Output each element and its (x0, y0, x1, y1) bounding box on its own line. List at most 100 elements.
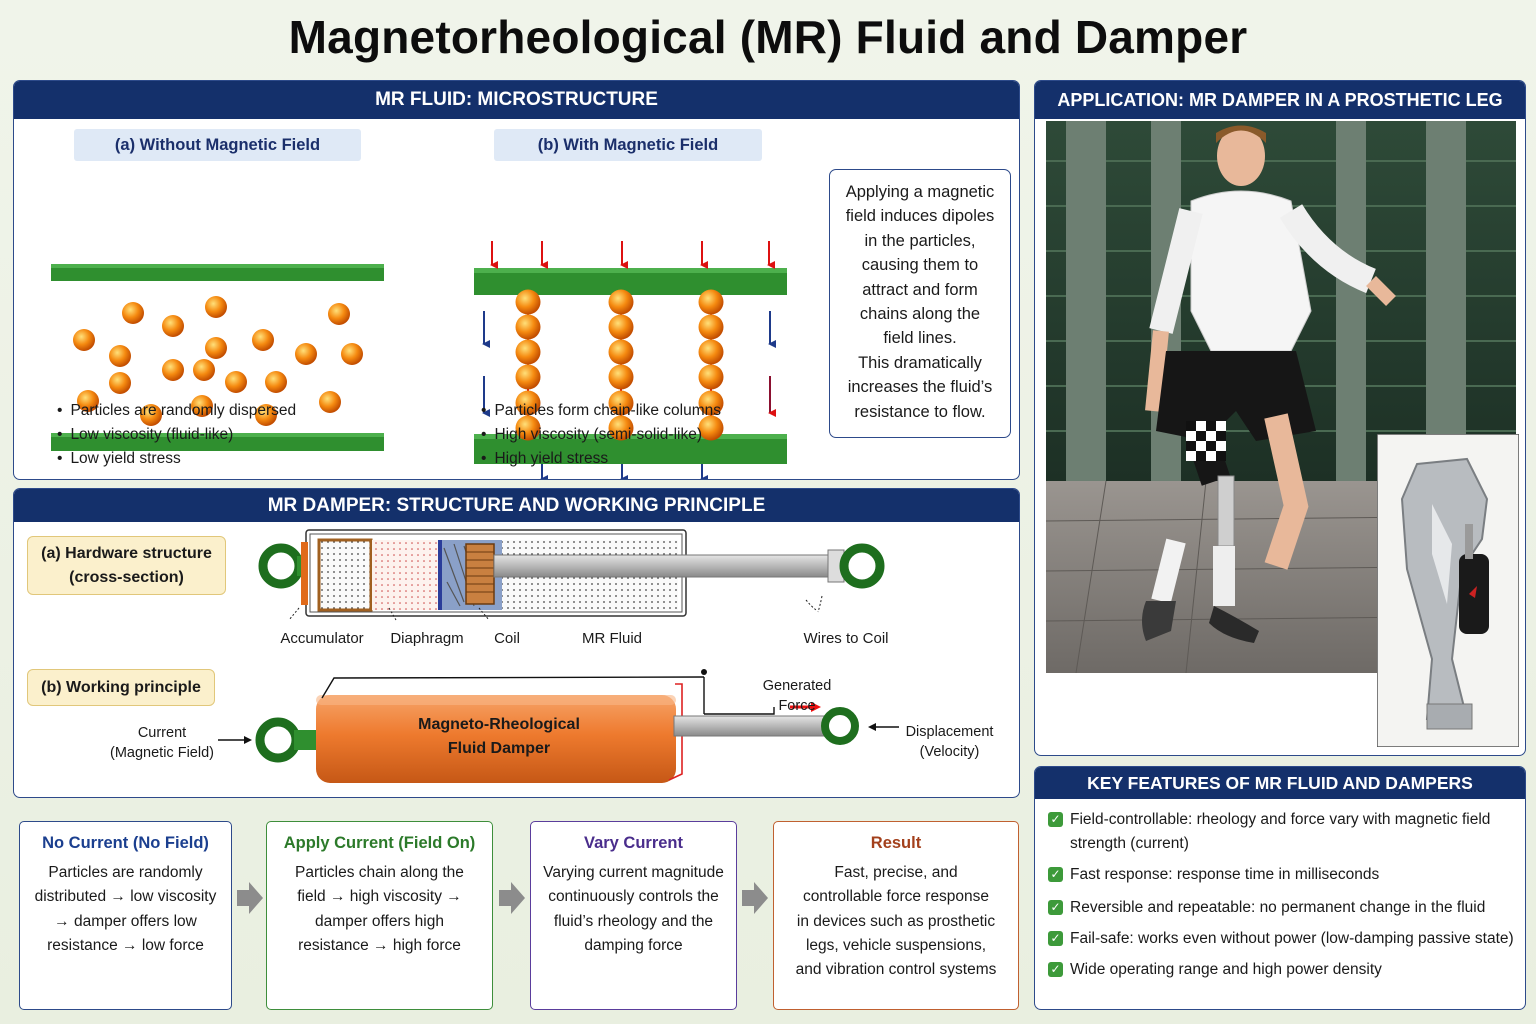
diaphragm-label: Diaphragm (390, 630, 464, 647)
label-line: (Velocity) (919, 744, 980, 760)
flow-line: damper offers high (315, 912, 444, 930)
tag-line: (cross-section) (69, 569, 184, 586)
damper-header: MR DAMPER: STRUCTURE AND WORKING PRINCIP… (14, 489, 1019, 522)
callout-line: field lines. (883, 329, 957, 348)
flow-title: Vary Current (583, 834, 684, 852)
flow-body: Particles chain along the field → high v… (267, 861, 492, 958)
accumulator-label: Accumulator (280, 630, 364, 647)
feature-text: Wide operating range and high power dens… (1070, 961, 1382, 978)
bullet: High viscosity (semi-solid-like) (481, 423, 801, 447)
feature-text: Reversible and repeatable: no permanent … (1070, 899, 1486, 916)
flow-line: resistance → low force (47, 936, 204, 954)
bullet: Particles are randomly dispersed (57, 399, 417, 423)
feature-item: ✓Reversible and repeatable: no permanent… (1048, 896, 1518, 920)
microstructure-panel: MR FLUID: MICROSTRUCTURE (a) Without Mag… (13, 80, 1020, 480)
flow-step-no-current: No Current (No Field) Particles are rand… (19, 821, 232, 1010)
top-plate-left (51, 264, 384, 281)
flow-arrow-1-icon (237, 882, 263, 914)
microstructure-header: MR FLUID: MICROSTRUCTURE (14, 81, 1019, 119)
damper-panel: MR DAMPER: STRUCTURE AND WORKING PRINCIP… (13, 488, 1020, 798)
flow-line: damping force (584, 936, 683, 954)
label-line: Displacement (905, 724, 994, 740)
mr-damper-inset-photo (1377, 434, 1519, 747)
displacement-label: Displacement (Velocity) (892, 722, 1007, 762)
mr-fluid-label: MR Fluid (581, 630, 642, 647)
callout-line: This dramatically (858, 353, 982, 372)
label-line: (Magnetic Field) (110, 745, 214, 761)
flow-step-apply-current: Apply Current (Field On) Particles chain… (266, 821, 493, 1010)
without-field-bullets: Particles are randomly dispersed Low vis… (57, 399, 417, 471)
flow-line: fluid’s rheology and the (553, 912, 714, 930)
feature-text: Field-controllable: rheology and force v… (1070, 811, 1491, 828)
damper-body-label: Magneto-Rheological Fluid Damper (389, 713, 609, 761)
feature-item: ✓Field-controllable: rheology and force … (1048, 808, 1518, 856)
flow-line: controllable force response (802, 888, 990, 906)
label-line: Magneto-Rheological (418, 716, 580, 733)
flow-line: → damper offers low (54, 912, 197, 930)
flow-line: distributed → low viscosity (34, 888, 217, 906)
working-principle-tag: (b) Working principle (27, 669, 215, 706)
feature-text-cont: strength (current) (1070, 835, 1189, 852)
callout-line: causing them to (861, 256, 979, 275)
flow-line: field → high viscosity → (297, 888, 462, 906)
label-line: Force (778, 698, 816, 714)
callout-line: Applying a magnetic (845, 183, 995, 201)
callout-line: field induces dipoles (845, 207, 995, 226)
current-label: Current (Magnetic Field) (92, 723, 232, 763)
label-line: Fluid Damper (447, 740, 551, 757)
feature-text: Fast response: response time in millisec… (1070, 866, 1380, 883)
flow-title: Apply Current (Field On) (283, 834, 476, 852)
top-plate-right (474, 268, 787, 295)
bullet: Low viscosity (fluid-like) (57, 423, 417, 447)
field-arrows-top (490, 241, 775, 269)
bullet: Particles form chain-like columns (481, 399, 801, 423)
flow-body: Fast, precise, and controllable force re… (774, 861, 1018, 982)
callout-line: increases the fluid’s (847, 378, 993, 397)
flow-title: Result (870, 834, 922, 852)
features-header: KEY FEATURES OF MR FLUID AND DAMPERS (1035, 767, 1525, 799)
check-icon: ✓ (1048, 962, 1063, 977)
flow-line: Fast, precise, and (834, 864, 958, 881)
bullet: High yield stress (481, 447, 801, 471)
with-field-label: (b) With Magnetic Field (494, 129, 762, 161)
feature-item: ✓ Fail-safe: works even without power (lo… (1048, 927, 1518, 951)
flow-body: Varying current magnitude continuously c… (531, 861, 736, 958)
feature-item: ✓Fast response: response time in millise… (1048, 863, 1518, 887)
callout-line: in the particles, (864, 231, 976, 250)
hardware-structure-tag: (a) Hardware structure (cross-section) (27, 536, 226, 595)
flow-title: No Current (No Field) (42, 834, 209, 852)
damper-working-diagram (218, 669, 899, 783)
features-panel: KEY FEATURES OF MR FLUID AND DAMPERS (1034, 766, 1526, 1010)
flow-arrow-2-icon (499, 882, 525, 914)
wires-to-coil-label: Wires to Coil (803, 630, 889, 647)
flow-line: and vibration control systems (795, 961, 997, 979)
feature-item: ✓ Wide operating range and high power den… (1048, 958, 1518, 982)
flow-line: Varying current magnitude (543, 864, 724, 881)
callout-line: attract and form (862, 280, 978, 299)
prosthetic-leg-photo (1046, 121, 1516, 673)
with-field-bullets: Particles form chain-like columns High v… (481, 399, 801, 471)
check-icon: ✓ (1048, 931, 1063, 946)
flow-line: in devices such as prosthetic (796, 912, 996, 930)
page-title: Magnetorheological (MR) Fluid and Damper (288, 11, 1248, 63)
bullet: Low yield stress (57, 447, 417, 471)
callout-line: chains along the (859, 305, 981, 324)
flow-line: continuously controls the (548, 888, 719, 906)
flow-line: legs, vehicle suspensions, (805, 936, 987, 954)
flow-arrow-3-icon (742, 882, 768, 914)
flow-line: Particles chain along the (295, 864, 464, 881)
damper-diagrams (218, 529, 899, 783)
flow-body: Particles are randomly distributed → low… (20, 861, 231, 958)
flow-step-vary-current: Vary Current Varying current magnitude c… (530, 821, 737, 1010)
tag-line: (a) Hardware structure (41, 545, 212, 562)
flow-line: resistance → high force (298, 936, 461, 954)
field-effect-callout: Applying a magnetic field induces dipole… (829, 169, 1011, 438)
callout-line: resistance to flow. (854, 402, 986, 421)
without-field-label: (a) Without Magnetic Field (74, 129, 361, 161)
label-line: Current (137, 725, 187, 741)
generated-force-label: Generated Force (747, 676, 847, 716)
application-header: APPLICATION: MR DAMPER IN A PROSTHETIC L… (1035, 81, 1525, 119)
damper-cross-section (258, 529, 885, 621)
feature-text: Fail-safe: works even without power (low… (1070, 930, 1514, 947)
application-panel: APPLICATION: MR DAMPER IN A PROSTHETIC L… (1034, 80, 1526, 756)
